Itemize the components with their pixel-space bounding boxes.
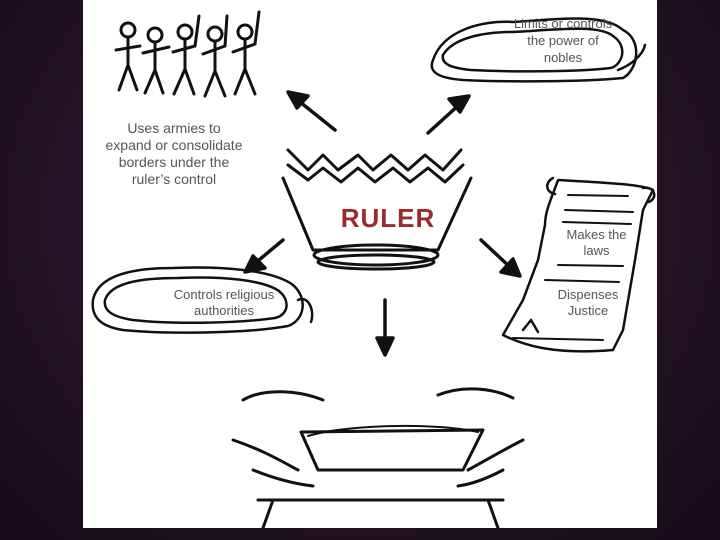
chain-religious-icon	[91, 266, 314, 334]
label-laws: Makes the laws	[566, 227, 627, 258]
chain-nobles-icon	[430, 17, 647, 83]
diagram-illustration	[91, 10, 656, 528]
label-religious: Controls religious authorities	[173, 287, 275, 318]
arrow-to-tribute-icon	[375, 298, 395, 357]
scroll-icon	[501, 176, 656, 353]
ruler-title: RULER	[340, 203, 436, 233]
arrow-to-religious-icon	[243, 238, 285, 274]
label-armies: Uses armies to expand or consolidate bor…	[105, 120, 243, 187]
arrow-to-army-icon	[286, 90, 337, 132]
label-nobles: Limits or controls the power of nobles	[513, 16, 613, 65]
arrow-to-nobles-icon	[426, 94, 471, 135]
slide: RULER Uses armies to expand or consolida…	[83, 0, 657, 528]
label-justice: Dispenses Justice	[557, 287, 619, 318]
hands-tray-icon	[231, 387, 525, 528]
crown-icon	[281, 148, 473, 271]
arrow-to-laws-icon	[479, 238, 522, 278]
army-figures-icon	[114, 10, 261, 98]
